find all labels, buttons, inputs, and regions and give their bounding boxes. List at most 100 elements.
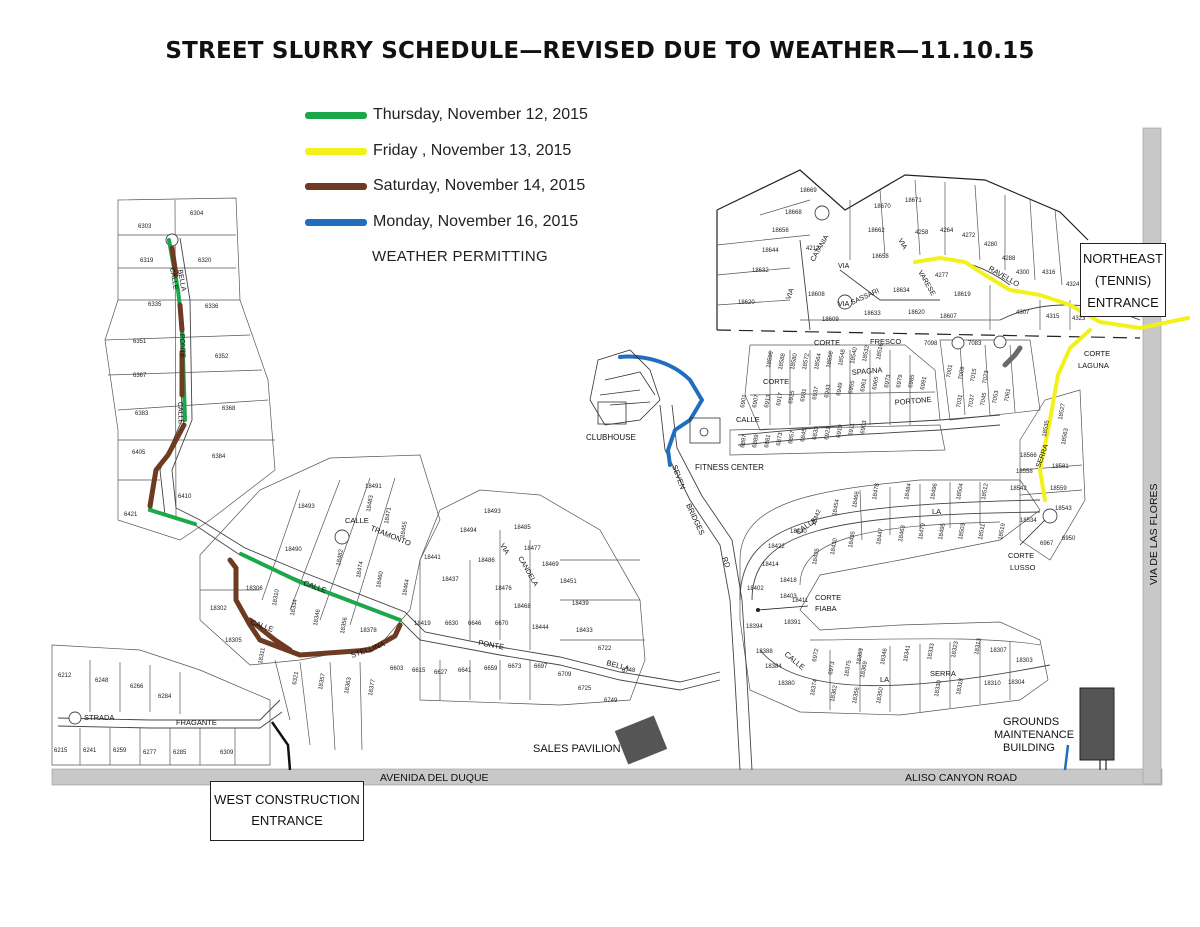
road-label-strada: STRADA xyxy=(84,713,114,722)
lot-number: 18313 xyxy=(974,637,983,655)
lot-number: 6384 xyxy=(212,454,226,460)
lot-number: 6335 xyxy=(148,302,162,308)
lot-number: 4288 xyxy=(1002,256,1016,262)
west-entrance-road xyxy=(270,721,292,771)
lot-number: 18304 xyxy=(1008,680,1025,686)
lot-number: 6921 xyxy=(824,426,832,441)
clubhouse-complex xyxy=(589,349,721,444)
lot-number: 6985 xyxy=(908,374,916,389)
grounds-access-road xyxy=(1063,744,1070,771)
lot-number: 18444 xyxy=(532,625,549,631)
lot-number: 7031 xyxy=(956,394,964,409)
lot-number: 6991 xyxy=(920,376,928,391)
lot-number: 18425 xyxy=(812,547,821,565)
lot-number: 7053 xyxy=(992,390,1000,405)
road-label-corte-laguna: CORTE xyxy=(1084,349,1110,358)
lot-number: 6833 xyxy=(812,426,820,441)
lot-number: 18377 xyxy=(368,678,377,696)
road-label-ponte-bella-1: PONTE xyxy=(478,638,505,651)
lot-number: 4258 xyxy=(915,230,929,236)
lot-number: 6748 xyxy=(622,668,636,674)
lot-number: 18330 xyxy=(934,679,943,697)
lot-number: 6897 xyxy=(740,434,748,449)
lot-number: 6248 xyxy=(95,678,109,684)
lot-number: 7015 xyxy=(970,368,978,383)
lot-number: 6630 xyxy=(445,621,459,627)
lot-number: 7037 xyxy=(968,394,976,409)
road-label-via-lower: VIA xyxy=(896,238,908,252)
lot-number: 18464 xyxy=(402,578,411,596)
lot-number: 18504 xyxy=(956,482,965,500)
lot-number: 6670 xyxy=(495,621,509,627)
lot-number: 18483 xyxy=(366,494,375,512)
northeast-entrance-line2: (TENNIS) xyxy=(1094,273,1152,288)
road-label-seven: SEVEN xyxy=(670,464,687,491)
lot-number: 18482 xyxy=(336,548,345,566)
lot-number: 18307 xyxy=(990,648,1007,654)
lot-number: 18451 xyxy=(560,579,577,585)
lot-number: 6950 xyxy=(1062,536,1076,542)
lot-number: 6965 xyxy=(872,376,880,391)
lot-number: 18491 xyxy=(365,484,382,490)
lot-number: 18380 xyxy=(778,681,795,687)
lot-number: 18333 xyxy=(927,642,936,660)
lot-number: 6304 xyxy=(190,211,204,217)
leader-line xyxy=(1019,519,1046,546)
lot-number: 18454 xyxy=(832,498,841,516)
lot-number: 4300 xyxy=(1016,270,1030,276)
lot-number: 18463 xyxy=(898,524,907,542)
lot-number: 18411 xyxy=(792,598,809,604)
lot-number: 6320 xyxy=(198,258,212,264)
lot-number: 18496 xyxy=(930,482,939,500)
lot-number: 18620 xyxy=(738,300,755,306)
road-label-lusso: LUSSO xyxy=(1010,563,1036,572)
lot-number: 18494 xyxy=(460,528,477,534)
lot-number: 6961 xyxy=(860,378,868,393)
lot-number: 18439 xyxy=(572,601,589,607)
west-entrance-line2: ENTRANCE xyxy=(251,813,323,828)
lot-number: 18493 xyxy=(298,504,315,510)
lot-number: 18619 xyxy=(954,292,971,298)
lot-number: 6955 xyxy=(848,380,856,395)
lot-number: 6410 xyxy=(178,494,192,500)
lot-number: 18310 xyxy=(984,681,1001,687)
lot-number: 18532 xyxy=(862,344,871,362)
road-label-portone: PORTONE xyxy=(894,395,931,407)
lot-number: 4272 xyxy=(962,233,976,239)
lot-number: 6646 xyxy=(468,621,482,627)
legend-item-friday: Friday , November 13, 2015 xyxy=(305,140,571,162)
lot-number: 6725 xyxy=(578,686,592,692)
lot-number: 18493 xyxy=(484,509,501,515)
road-label-la-lower: LA xyxy=(880,675,889,684)
lot-number: 18437 xyxy=(442,577,459,583)
lot-number: 6845 xyxy=(800,428,808,443)
lot-lines xyxy=(51,179,1086,766)
lot-number: 18357 xyxy=(318,672,327,690)
lot-number: 18542 xyxy=(1010,486,1027,492)
lot-number: 18306 xyxy=(246,586,263,592)
lot-number: 6603 xyxy=(390,666,404,672)
lot-number: 18375 xyxy=(844,659,853,677)
lot-number: 6873 xyxy=(776,432,784,447)
lot-number: 6641 xyxy=(458,668,472,674)
lot-number: 18511 xyxy=(978,523,987,541)
road-label-candela: CANDELA xyxy=(516,556,539,588)
lot-number: 18671 xyxy=(905,198,922,204)
road-label-fiaba: FIABA xyxy=(815,604,837,613)
lot-number: 18609 xyxy=(822,317,839,323)
lot-number: 6881 xyxy=(764,434,772,449)
road-label-calle-east: CALLE xyxy=(736,415,760,424)
route-friday xyxy=(913,256,1190,502)
lot-number: 6303 xyxy=(138,224,152,230)
lot-number: 6351 xyxy=(133,339,147,345)
weather-note: WEATHER PERMITTING xyxy=(372,248,548,265)
lot-number: 6697 xyxy=(534,664,548,670)
northeast-entrance-line1: NORTHEAST xyxy=(1083,251,1163,266)
road-label-calle-bella: CALLE xyxy=(168,267,179,290)
lot-number: 18369 xyxy=(860,660,869,678)
lot-number: 18402 xyxy=(747,586,764,592)
road-label-la-upper: LA xyxy=(932,507,941,516)
lot-number: 6943 xyxy=(824,384,832,399)
road-label-fragante: FRAGANTE xyxy=(176,718,217,727)
